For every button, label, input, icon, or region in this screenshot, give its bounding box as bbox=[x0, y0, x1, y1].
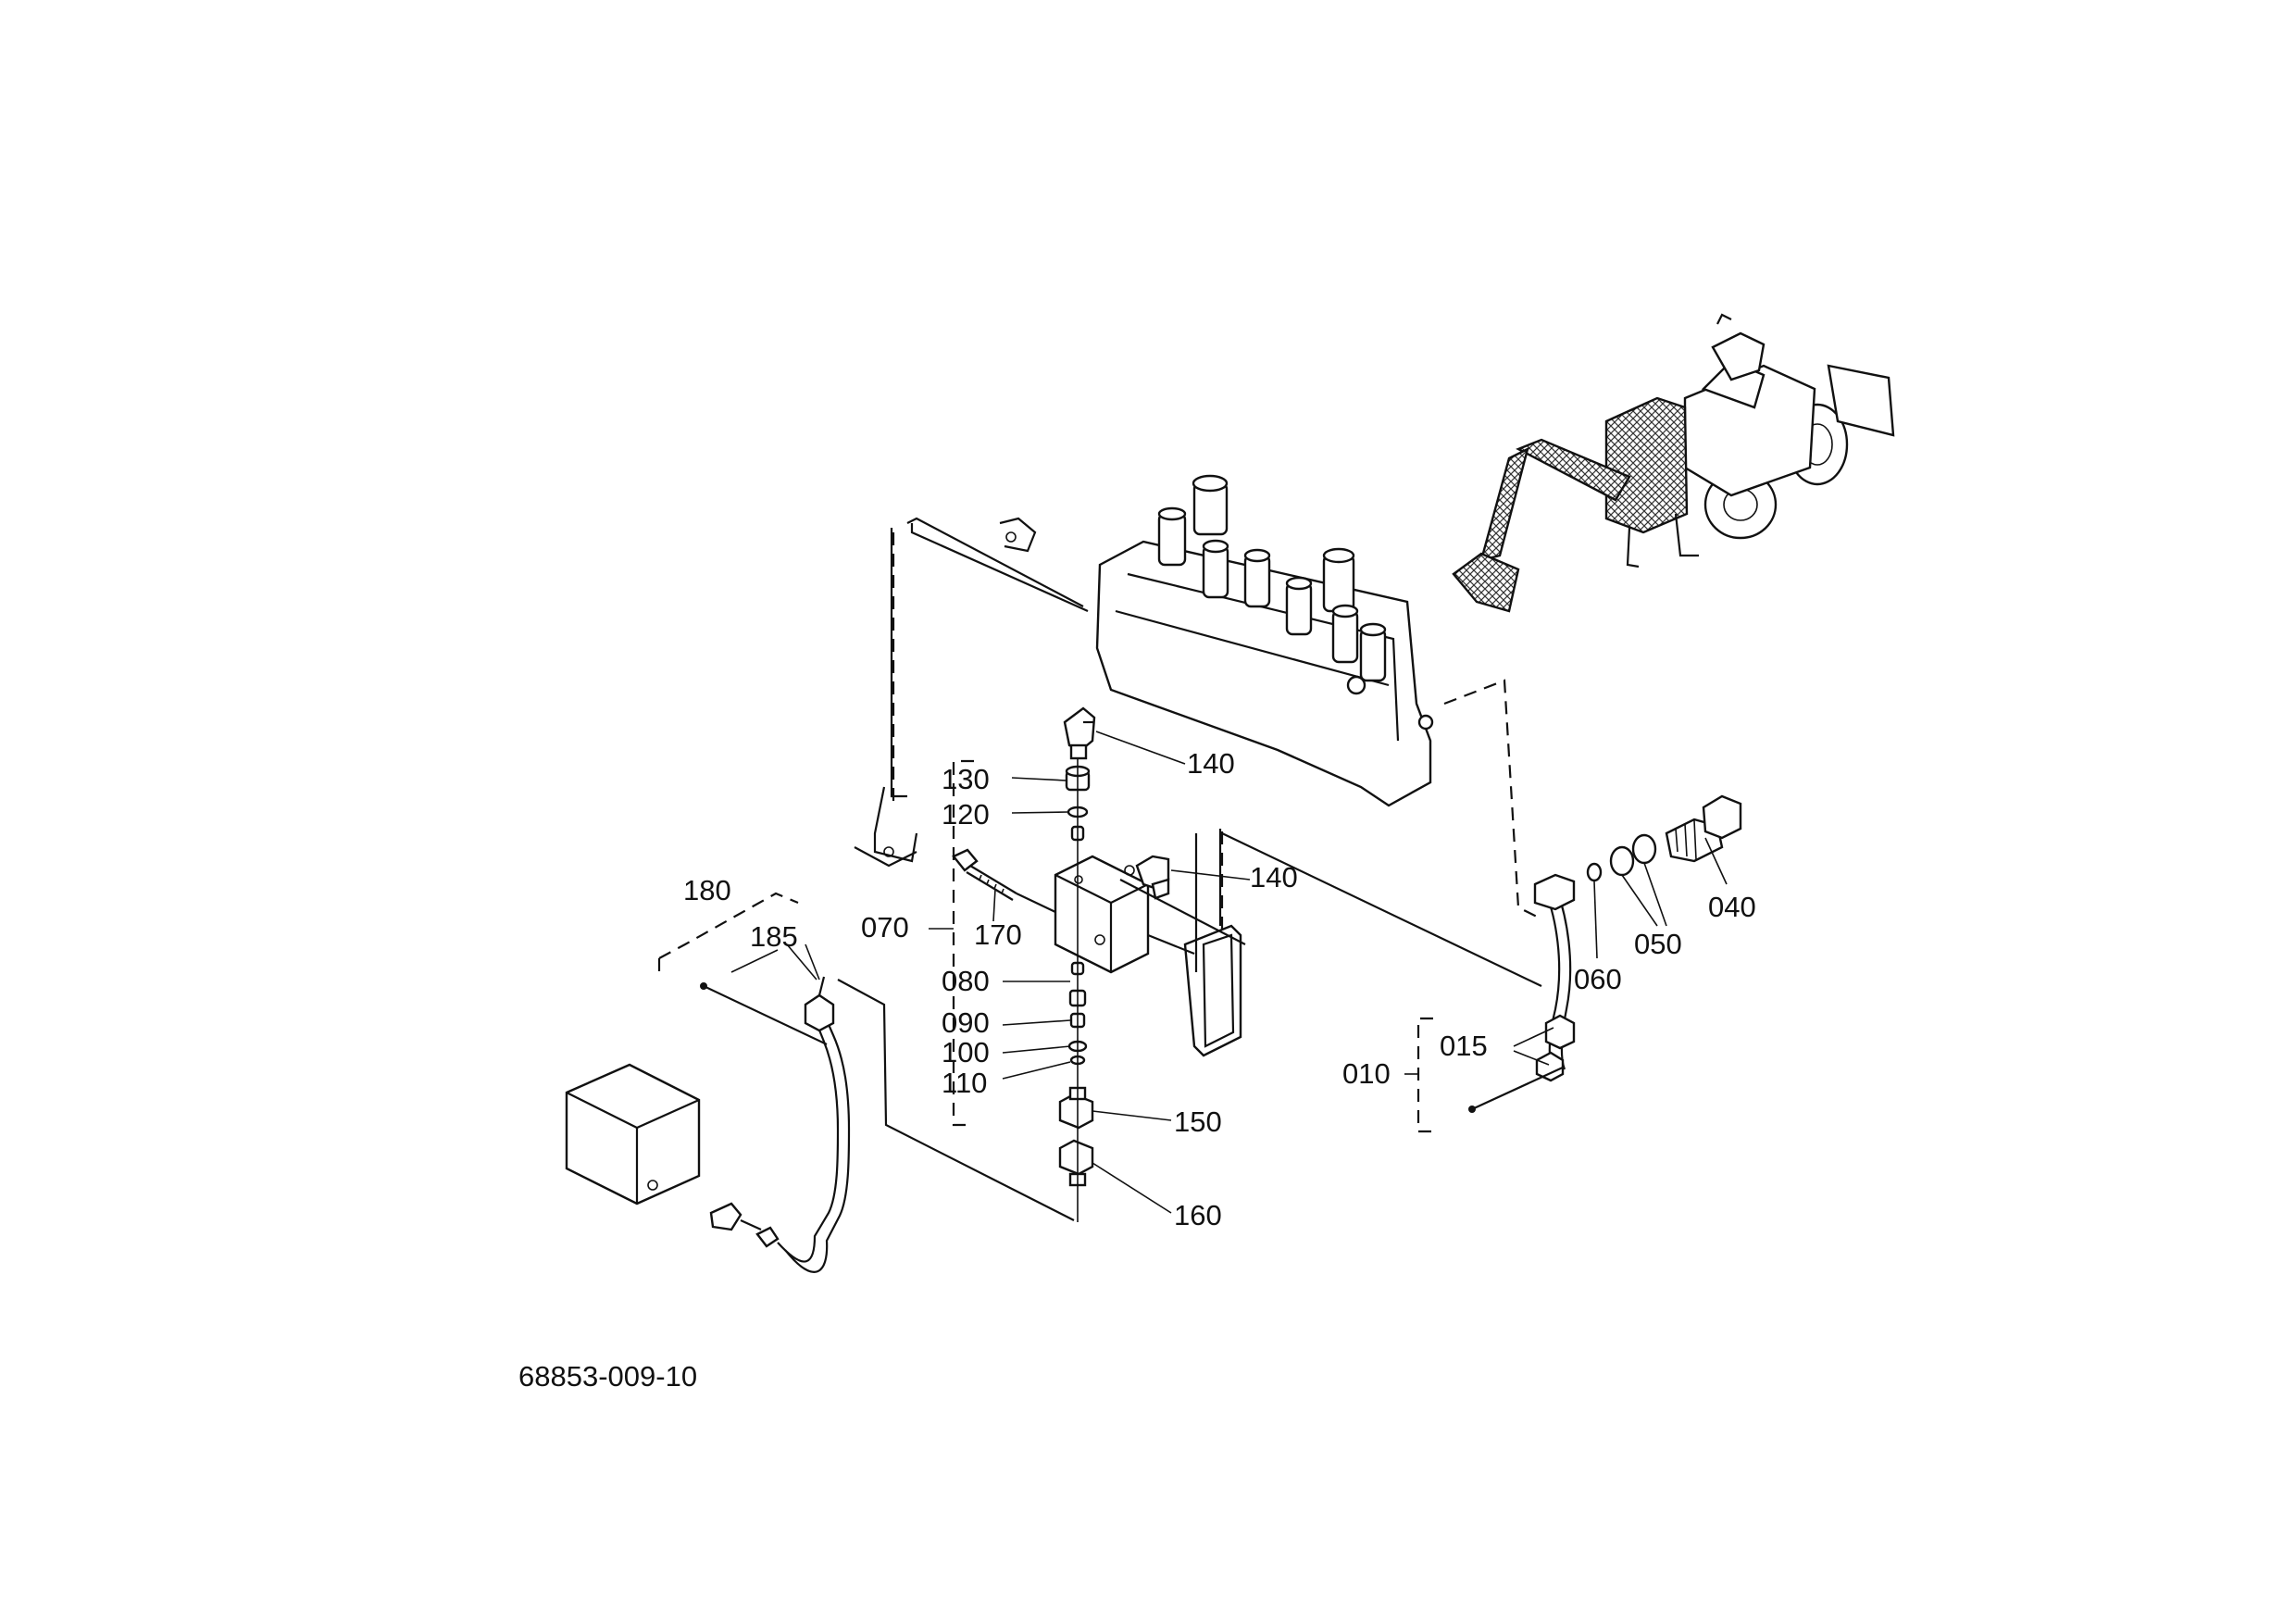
callout-185: 185 bbox=[750, 920, 798, 953]
pipe-sleeve bbox=[1533, 873, 1576, 911]
callout-140-top: 140 bbox=[1187, 747, 1235, 780]
connection-lines bbox=[700, 532, 1566, 1221]
drawing-number: 68853-009-10 bbox=[518, 1360, 697, 1393]
callout-180: 180 bbox=[683, 874, 731, 906]
o-ring bbox=[1609, 845, 1635, 877]
elbow-fitting-top bbox=[1063, 706, 1096, 752]
bracket-010 bbox=[1416, 1017, 1433, 1133]
hydraulic-pipe-left bbox=[777, 1018, 840, 1263]
bracket-070 bbox=[952, 759, 974, 1127]
callout-130: 130 bbox=[942, 763, 990, 795]
pipe-nut-right bbox=[1544, 1014, 1576, 1050]
callout-080: 080 bbox=[942, 965, 990, 997]
relief-block-body bbox=[1054, 855, 1150, 974]
backhoe-tractor-thumbnail bbox=[1452, 313, 1895, 613]
pipe-nut-left bbox=[804, 993, 835, 1032]
mounting-bracket bbox=[1183, 829, 1242, 1057]
backhoe-bucket bbox=[1452, 552, 1520, 613]
control-valve-assembly bbox=[1095, 474, 1434, 807]
leader-lines bbox=[730, 731, 1728, 1214]
callout-110: 110 bbox=[942, 1067, 987, 1099]
backhoe-boom bbox=[1516, 438, 1631, 502]
callout-050: 050 bbox=[1634, 928, 1682, 960]
valve-mounting-plate bbox=[854, 517, 1089, 868]
junction-box bbox=[565, 1063, 701, 1206]
callout-015: 015 bbox=[1440, 1030, 1488, 1062]
right-hose-assembly bbox=[1533, 794, 1742, 1082]
callout-070: 070 bbox=[861, 911, 909, 943]
backhoe-frame bbox=[1604, 396, 1689, 534]
callout-150: 150 bbox=[1174, 1106, 1222, 1138]
hydraulic-pipe-right bbox=[1544, 893, 1561, 1075]
backhoe-arm bbox=[1479, 446, 1529, 562]
callout-labels: 140 130 120 140 170 070 080 090 100 110 … bbox=[683, 747, 1756, 1231]
callout-090: 090 bbox=[942, 1006, 990, 1039]
callout-040: 040 bbox=[1708, 891, 1756, 923]
callout-140-side: 140 bbox=[1250, 861, 1298, 893]
assembly-brackets bbox=[657, 759, 1433, 1133]
valve-spool-caps bbox=[1157, 474, 1387, 682]
tractor-seat bbox=[1711, 331, 1766, 381]
callout-120: 120 bbox=[942, 798, 990, 831]
seal-washer bbox=[1586, 862, 1603, 882]
relief-block-assembly bbox=[952, 706, 1170, 1222]
callout-170: 170 bbox=[974, 918, 1022, 951]
callout-060: 060 bbox=[1574, 963, 1622, 995]
callout-010: 010 bbox=[1342, 1057, 1391, 1090]
pressure-sensor bbox=[709, 1202, 742, 1231]
callout-160: 160 bbox=[1174, 1199, 1222, 1231]
tractor-loader-bucket bbox=[1827, 364, 1895, 437]
adapter-fitting-lower bbox=[1058, 1139, 1094, 1176]
pressure-switch-assembly bbox=[565, 976, 851, 1273]
callout-100: 100 bbox=[942, 1036, 990, 1068]
